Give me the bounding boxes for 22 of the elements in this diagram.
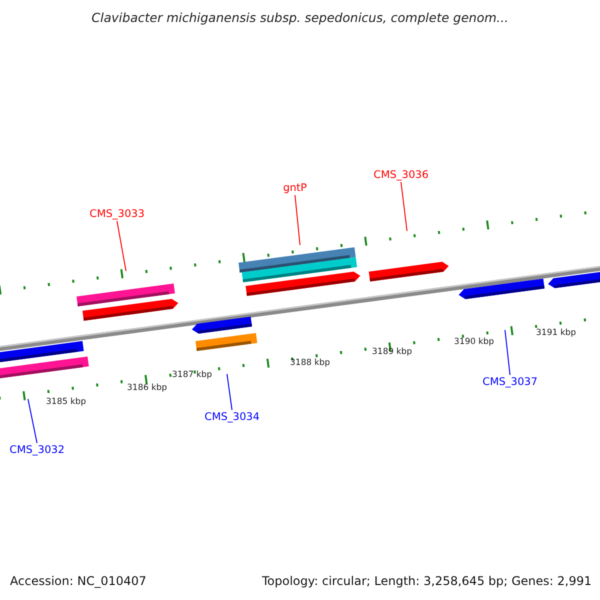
scale-label: 3188 kbp xyxy=(290,358,330,368)
scale-label: 3185 kbp xyxy=(46,397,86,407)
info-text: Topology: circular; Length: 3,258,645 bp; Genes: 2,991 xyxy=(262,574,592,588)
scale-label: 3187 kbp xyxy=(172,370,212,380)
scale-label: 3189 kbp xyxy=(372,347,412,357)
leader-line xyxy=(504,330,510,376)
leader-line xyxy=(116,220,126,272)
leader-line xyxy=(400,182,408,232)
gene-label: CMS_3032 xyxy=(9,444,65,456)
info-text: Accession: NC_010407 xyxy=(10,574,146,588)
title: Clavibacter michiganensis subsp. sepedonicus, complete genom... xyxy=(92,10,508,25)
leader-line xyxy=(28,398,38,444)
gene-label: CMS_3033 xyxy=(89,208,145,220)
leader-line xyxy=(294,194,300,246)
scale-label: 3190 kbp xyxy=(454,337,494,347)
gene-label: CMS_3037 xyxy=(482,376,538,388)
scale-label: 3191 kbp xyxy=(536,328,576,338)
scale-label: 3186 kbp xyxy=(127,383,168,393)
gene-label: CMS_3034 xyxy=(204,411,260,423)
leader-line xyxy=(226,374,232,410)
gene-label: gntP xyxy=(283,182,307,194)
gene-label: CMS_3036 xyxy=(373,169,429,181)
